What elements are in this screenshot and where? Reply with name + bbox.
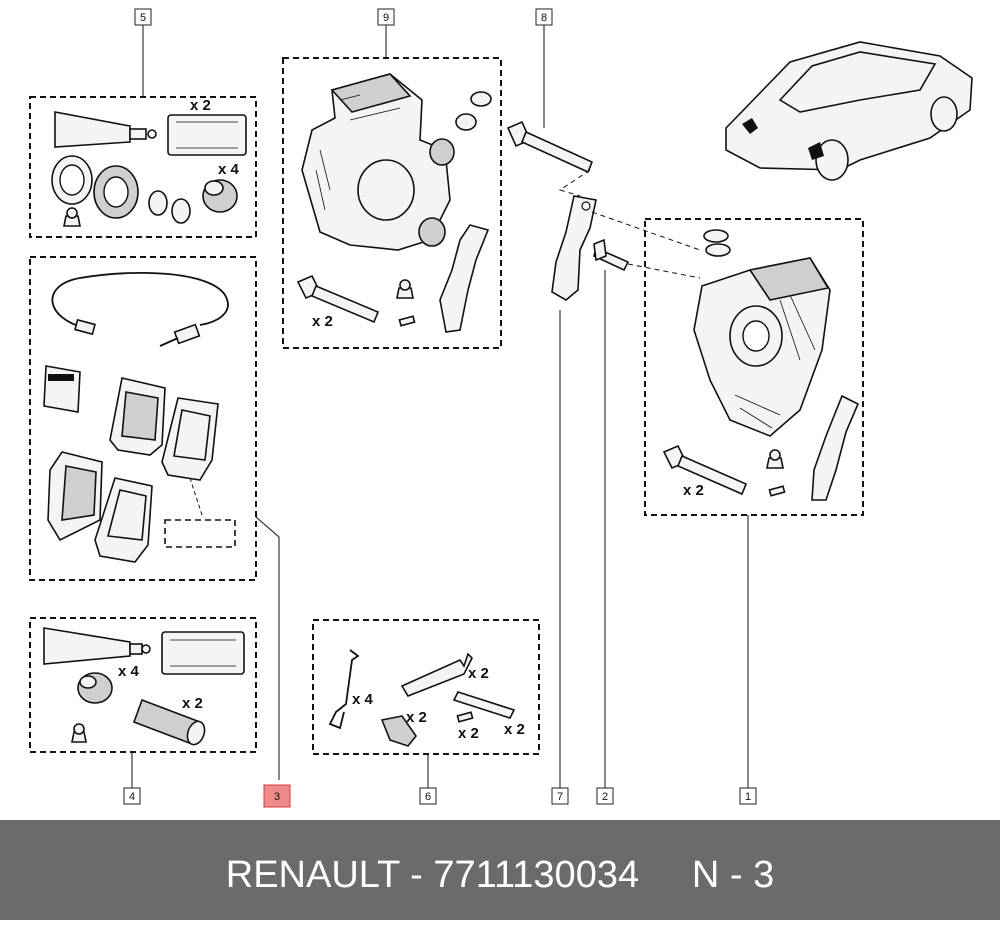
callout-5[interactable]: 5: [134, 8, 152, 26]
qty-label: x 2: [504, 721, 525, 738]
dust-boot-icon: [202, 179, 238, 213]
kit-4-frame: [29, 617, 257, 753]
clip-icon: [380, 715, 417, 747]
callout-3[interactable]: 3: [263, 784, 291, 808]
qty-label: x 2: [312, 313, 333, 330]
brake-pad-icon: [109, 377, 166, 456]
svg-text:7: 7: [557, 791, 563, 803]
caliper-bracket-icon: [439, 224, 490, 333]
callout-8[interactable]: 8: [535, 8, 553, 26]
qty-label: x 4: [118, 663, 140, 680]
seal-ring-icon: [51, 155, 93, 205]
kit-6-frame: [312, 619, 540, 755]
qty-label: x 4: [218, 161, 240, 178]
svg-text:8: 8: [541, 12, 547, 24]
caliper-bolt-icon: [506, 120, 594, 174]
svg-text:3: 3: [274, 791, 280, 803]
svg-text:5: 5: [140, 12, 146, 24]
grease-tube-icon: [43, 627, 151, 665]
footer-bar: RENAULT - 7711130034 N - 3: [0, 820, 1000, 920]
kit-9-frame: [282, 57, 502, 349]
part-number-caption: RENAULT - 7711130034 N - 3: [225, 854, 775, 896]
exploded-parts-diagram: 5 x 2 x 4: [29, 8, 973, 808]
caliper-bracket-icon: [551, 195, 597, 301]
brake-pad-icon: [94, 477, 153, 563]
callout-6[interactable]: 6: [419, 787, 437, 805]
svg-text:4: 4: [129, 791, 135, 803]
kit-3-frame: [29, 256, 257, 581]
qty-label: x 2: [458, 725, 479, 742]
brake-pad-icon: [47, 451, 103, 542]
callout-1[interactable]: 1: [739, 787, 757, 805]
guide-bolt-icon: [662, 444, 748, 496]
qty-label: x 2: [406, 709, 427, 726]
bleed-cap-icon: [396, 279, 414, 299]
brake-caliper-icon: [693, 257, 831, 437]
callout-9[interactable]: 9: [377, 8, 395, 26]
callout-2[interactable]: 2: [596, 787, 614, 805]
qty-label: x 2: [683, 482, 704, 499]
dust-boot-icon: [77, 672, 113, 704]
svg-text:9: 9: [383, 12, 389, 24]
grease-sachet-icon: [161, 631, 245, 675]
svg-text:1: 1: [745, 791, 751, 803]
bleed-cap-icon: [766, 449, 784, 469]
grease-sachet-icon: [167, 114, 247, 156]
callout-4[interactable]: 4: [123, 787, 141, 805]
anti-rattle-clip-icon: [400, 652, 473, 697]
grease-tube-icon: [54, 111, 157, 148]
guide-sleeve-icon: [132, 698, 206, 746]
car-location-icon: [725, 41, 973, 181]
guide-bolt-icon: [296, 274, 380, 324]
instruction-leaflet-icon: [43, 365, 81, 413]
brake-pad-icon: [161, 397, 219, 481]
bleed-screw-icon: [593, 238, 630, 272]
small-seal-icon: [148, 190, 191, 224]
wear-sensor-icon: [51, 271, 229, 347]
qty-label: x 2: [182, 695, 203, 712]
qty-label: x 2: [468, 665, 489, 682]
bleed-cap-icon: [71, 723, 87, 743]
seal-ring-icon: [455, 91, 492, 131]
kit-1-frame: [644, 218, 864, 516]
svg-text:6: 6: [425, 791, 431, 803]
svg-text:2: 2: [602, 791, 608, 803]
bleed-cap-icon: [63, 207, 81, 227]
qty-label: x 4: [352, 691, 374, 708]
retaining-spring-icon: [328, 649, 360, 730]
qty-label: x 2: [190, 97, 211, 114]
seal-ring-icon: [703, 229, 731, 257]
piston-seal-icon: [93, 165, 139, 219]
caliper-bracket-icon: [811, 394, 860, 501]
callout-7[interactable]: 7: [551, 787, 569, 805]
brake-caliper-icon: [301, 73, 455, 251]
shim-plate-icon: [452, 691, 516, 723]
pad-placeholder: [164, 519, 236, 548]
